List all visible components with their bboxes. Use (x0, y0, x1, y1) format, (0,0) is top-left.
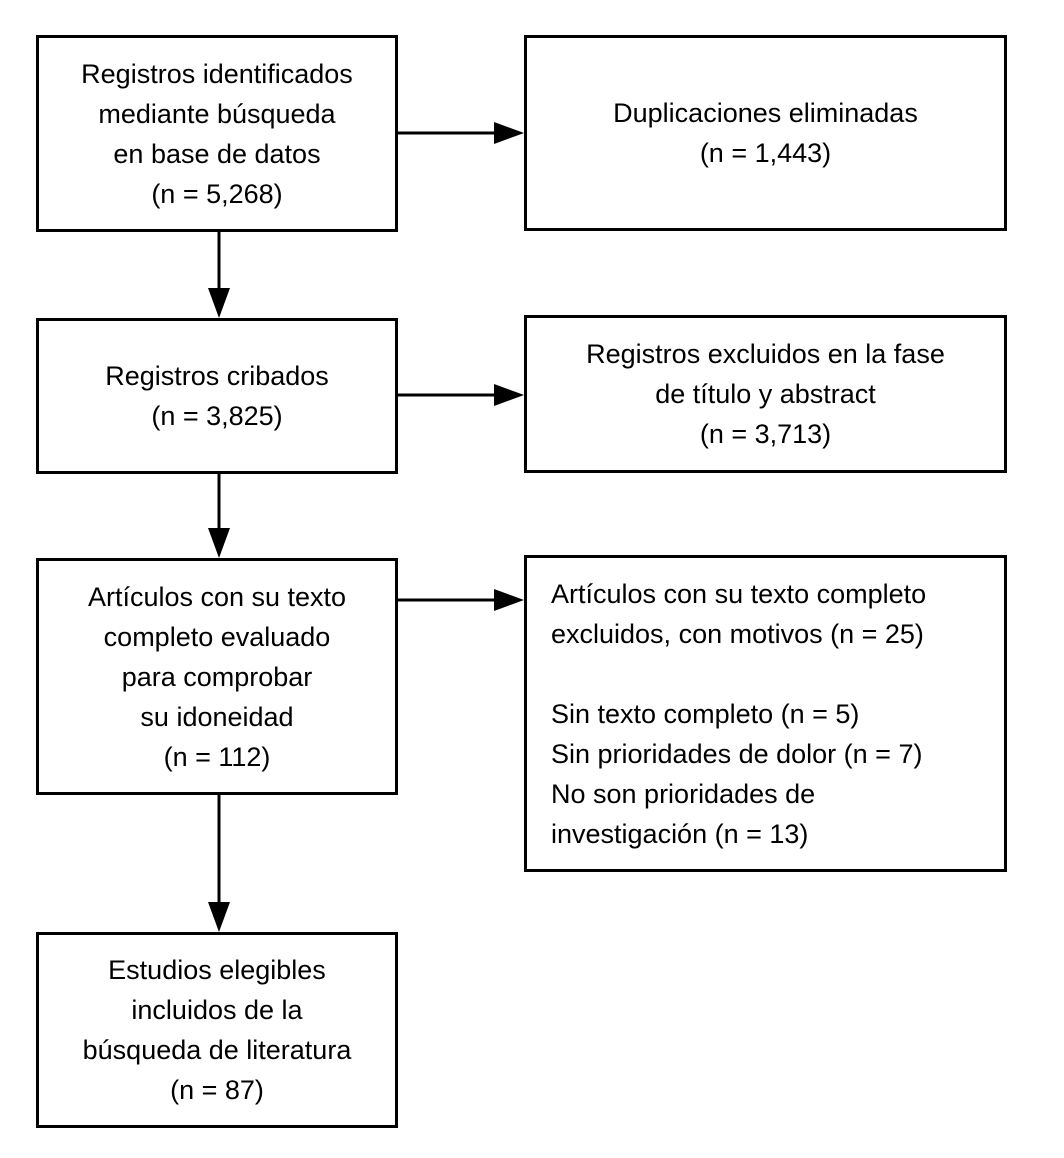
box-records-excluded-title-abstract: Registros excluidos en la fase de título… (524, 315, 1007, 473)
arrow-fulltext-to-included (208, 795, 230, 932)
box-records-identified: Registros identificados mediante búsqued… (36, 35, 398, 232)
arrow-identified-to-duplicates (398, 122, 524, 144)
arrow-fulltext-to-excluded (398, 589, 524, 611)
arrow-screened-to-fulltext (208, 474, 230, 558)
box-fulltext-excluded-reasons: Artículos con su texto completo excluido… (524, 555, 1007, 872)
arrow-screened-to-excluded (398, 384, 524, 406)
arrow-identified-to-screened (208, 232, 230, 318)
box-studies-included: Estudios elegibles incluidos de la búsqu… (36, 932, 398, 1128)
box-duplicates-removed: Duplicaciones eliminadas (n = 1,443) (524, 35, 1007, 231)
box-records-screened: Registros cribados (n = 3,825) (36, 318, 398, 474)
box-fulltext-assessed: Artículos con su texto completo evaluado… (36, 558, 398, 795)
